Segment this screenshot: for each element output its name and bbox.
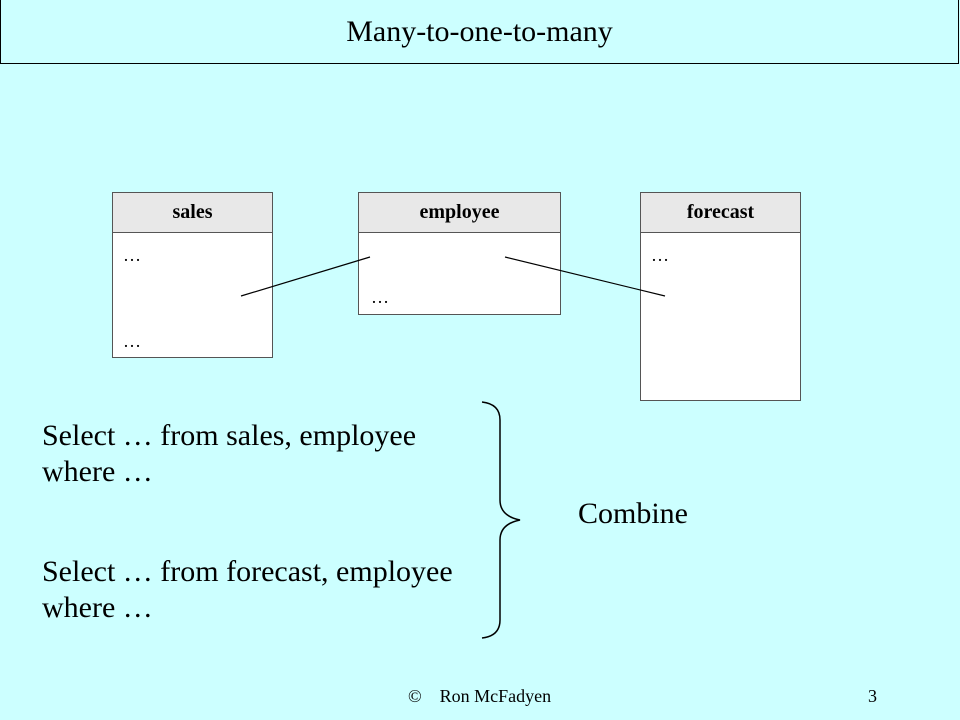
sales-row-ellipsis-top: … [123,245,141,265]
employee-row-ellipsis: … [371,287,389,307]
forecast-table-header: forecast [641,193,800,233]
forecast-table: forecast … [640,192,801,401]
page-number: 3 [868,686,877,706]
employee-forecast-connector [504,256,666,297]
combine-brace [481,401,521,639]
query-forecast-employee: Select … from forecast, employee where … [42,554,453,626]
sales-table-header: sales [113,193,272,233]
combine-label: Combine [578,497,688,530]
forecast-row-ellipsis: … [651,245,669,265]
employee-table-header: employee [359,193,560,233]
sales-row-ellipsis-bottom: … [123,331,141,351]
slide-title-text: Many-to-one-to-many [346,14,613,48]
query-forecast-employee-line1: Select … from forecast, employee [42,555,453,588]
sales-employee-connector [240,256,371,297]
query-sales-employee-line2: where … [42,455,153,488]
query-forecast-employee-line2: where … [42,591,153,624]
query-sales-employee: Select … from sales, employee where … [42,418,416,490]
slide-title: Many-to-one-to-many [0,0,959,64]
query-sales-employee-line1: Select … from sales, employee [42,419,417,452]
employee-table: employee … [358,192,561,315]
sales-table: sales … … [112,192,273,358]
footer-credit: © Ron McFadyen [408,686,552,706]
